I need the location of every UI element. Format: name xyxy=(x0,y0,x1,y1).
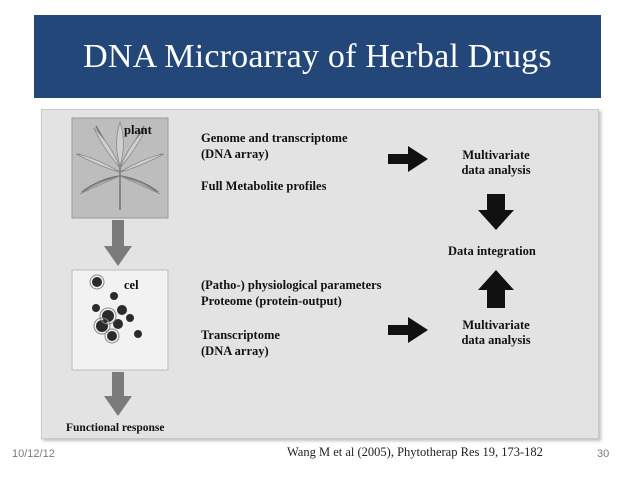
dna-array-bottom-text: (DNA array) xyxy=(201,344,269,358)
plant-label: plant xyxy=(124,123,152,137)
multivariate-top-line1: Multivariate xyxy=(462,148,530,162)
multivariate-bottom-line2: data analysis xyxy=(461,333,531,347)
transcriptome-text: Transcriptome xyxy=(201,328,280,342)
page-number: 30 xyxy=(597,448,610,460)
down-arrow-icon xyxy=(478,194,514,230)
metabolite-profiles-text: Full Metabolite profiles xyxy=(201,179,327,193)
multivariate-top: Multivariate data analysis xyxy=(446,148,546,178)
slide-title: DNA Microarray of Herbal Drugs xyxy=(83,37,552,75)
cel-label: cel xyxy=(124,278,139,292)
multivariate-bottom-line1: Multivariate xyxy=(462,318,530,332)
slide-date: 10/12/12 xyxy=(12,448,55,460)
title-bar: DNA Microarray of Herbal Drugs xyxy=(34,15,601,98)
right-arrow-icon xyxy=(388,317,428,343)
functional-response-label: Functional response xyxy=(66,422,165,434)
down-arrow-icon xyxy=(104,220,132,266)
figure-panel: plant cel Functional response Genome and… xyxy=(41,109,599,439)
cell-culture-image xyxy=(71,269,169,371)
plant-leaf-image xyxy=(71,117,169,219)
proteome-text: Proteome (protein-output) xyxy=(201,294,342,308)
physiological-parameters-text: (Patho-) physiological parameters xyxy=(201,278,382,292)
figure-graphics xyxy=(71,117,514,416)
citation: Wang M et al (2005), Phytotherap Res 19,… xyxy=(287,445,543,459)
down-arrow-icon xyxy=(104,372,132,416)
data-integration-label: Data integration xyxy=(448,244,536,258)
dna-array-text: (DNA array) xyxy=(201,147,269,161)
genome-transcriptome-text: Genome and transcriptome xyxy=(201,131,348,145)
multivariate-bottom: Multivariate data analysis xyxy=(446,318,546,348)
multivariate-top-line2: data analysis xyxy=(461,163,531,177)
up-arrow-icon xyxy=(478,270,514,308)
right-arrow-icon xyxy=(388,146,428,172)
